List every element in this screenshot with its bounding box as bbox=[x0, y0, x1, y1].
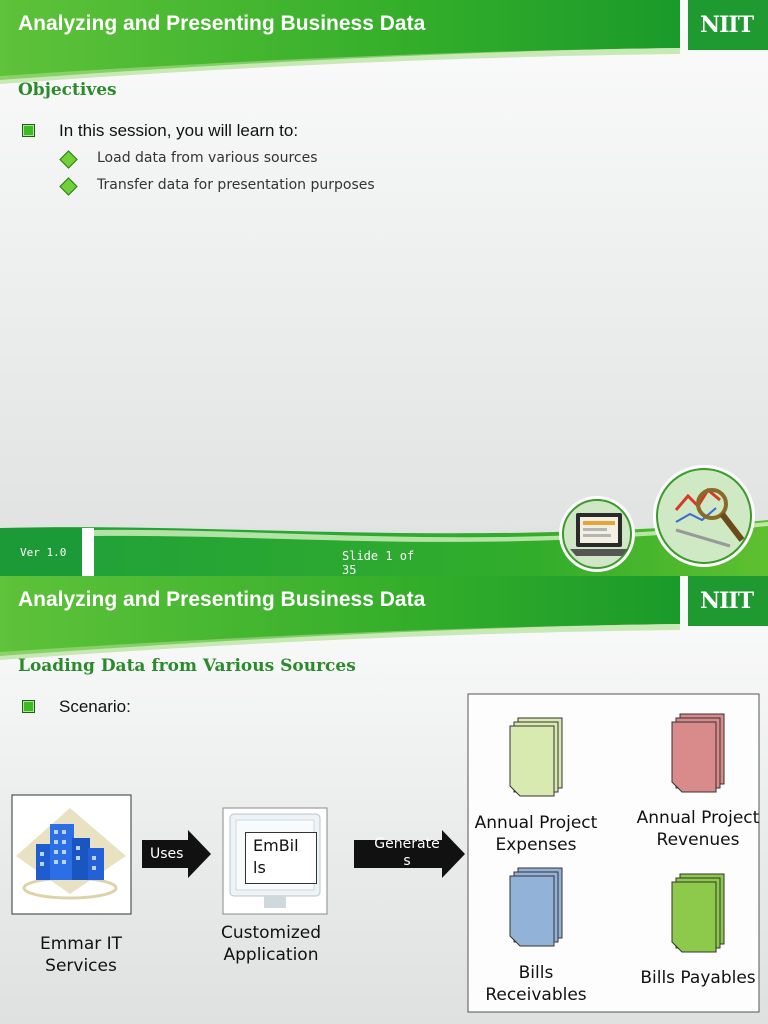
sub-bullet-1: Load data from various sources bbox=[97, 150, 318, 166]
report-label-expenses: Annual Project Expenses bbox=[474, 813, 598, 855]
generates-label: Generate s bbox=[374, 836, 440, 869]
square-bullet-icon bbox=[22, 124, 35, 137]
slide-number: Slide 1 of 35 bbox=[342, 549, 415, 576]
report-label-receivables: Bills Receivables bbox=[485, 963, 587, 1005]
generates-arrow bbox=[354, 830, 465, 878]
header-swoosh bbox=[0, 0, 680, 80]
document-stack-icon bbox=[671, 713, 725, 793]
section-heading: Loading Data from Various Sources bbox=[18, 656, 356, 676]
laptop-photo bbox=[559, 496, 635, 572]
building-icon bbox=[11, 794, 132, 915]
slide-1: Analyzing and Presenting Business Data N… bbox=[0, 0, 768, 576]
bullet-text: In this session, you will learn to: bbox=[59, 121, 299, 140]
company-label: Emmar IT Services bbox=[39, 934, 123, 976]
header-swoosh bbox=[0, 576, 680, 656]
uses-label: Uses bbox=[150, 846, 184, 862]
niit-logo: NIIT bbox=[700, 12, 754, 38]
document-stack-icon bbox=[509, 867, 563, 947]
document-stack-icon bbox=[509, 717, 563, 797]
magnifier-chart-photo bbox=[653, 465, 755, 567]
logo-block bbox=[688, 576, 768, 626]
slide-1-background-art bbox=[0, 0, 768, 576]
slide-title: Analyzing and Presenting Business Data bbox=[18, 12, 426, 35]
logo-block bbox=[688, 0, 768, 50]
document-stack-icon bbox=[671, 873, 725, 953]
slide-2-background-art bbox=[0, 576, 768, 1013]
report-label-payables: Bills Payables bbox=[640, 968, 756, 988]
app-name-box: EmBil ls bbox=[245, 832, 317, 884]
slide-title: Analyzing and Presenting Business Data bbox=[18, 588, 426, 611]
section-heading: Objectives bbox=[18, 80, 117, 100]
sub-bullet-2: Transfer data for presentation purposes bbox=[97, 177, 375, 193]
bullet-text: Scenario: bbox=[59, 697, 131, 716]
version-label: Ver 1.0 bbox=[20, 546, 67, 559]
niit-logo: NIIT bbox=[700, 588, 754, 614]
uses-arrow bbox=[142, 830, 211, 878]
slide-2: Analyzing and Presenting Business Data N… bbox=[0, 576, 768, 1024]
app-label: Customized Application bbox=[220, 923, 322, 965]
report-label-revenues: Annual Project Revenues bbox=[636, 808, 760, 850]
square-bullet-icon bbox=[22, 700, 35, 713]
